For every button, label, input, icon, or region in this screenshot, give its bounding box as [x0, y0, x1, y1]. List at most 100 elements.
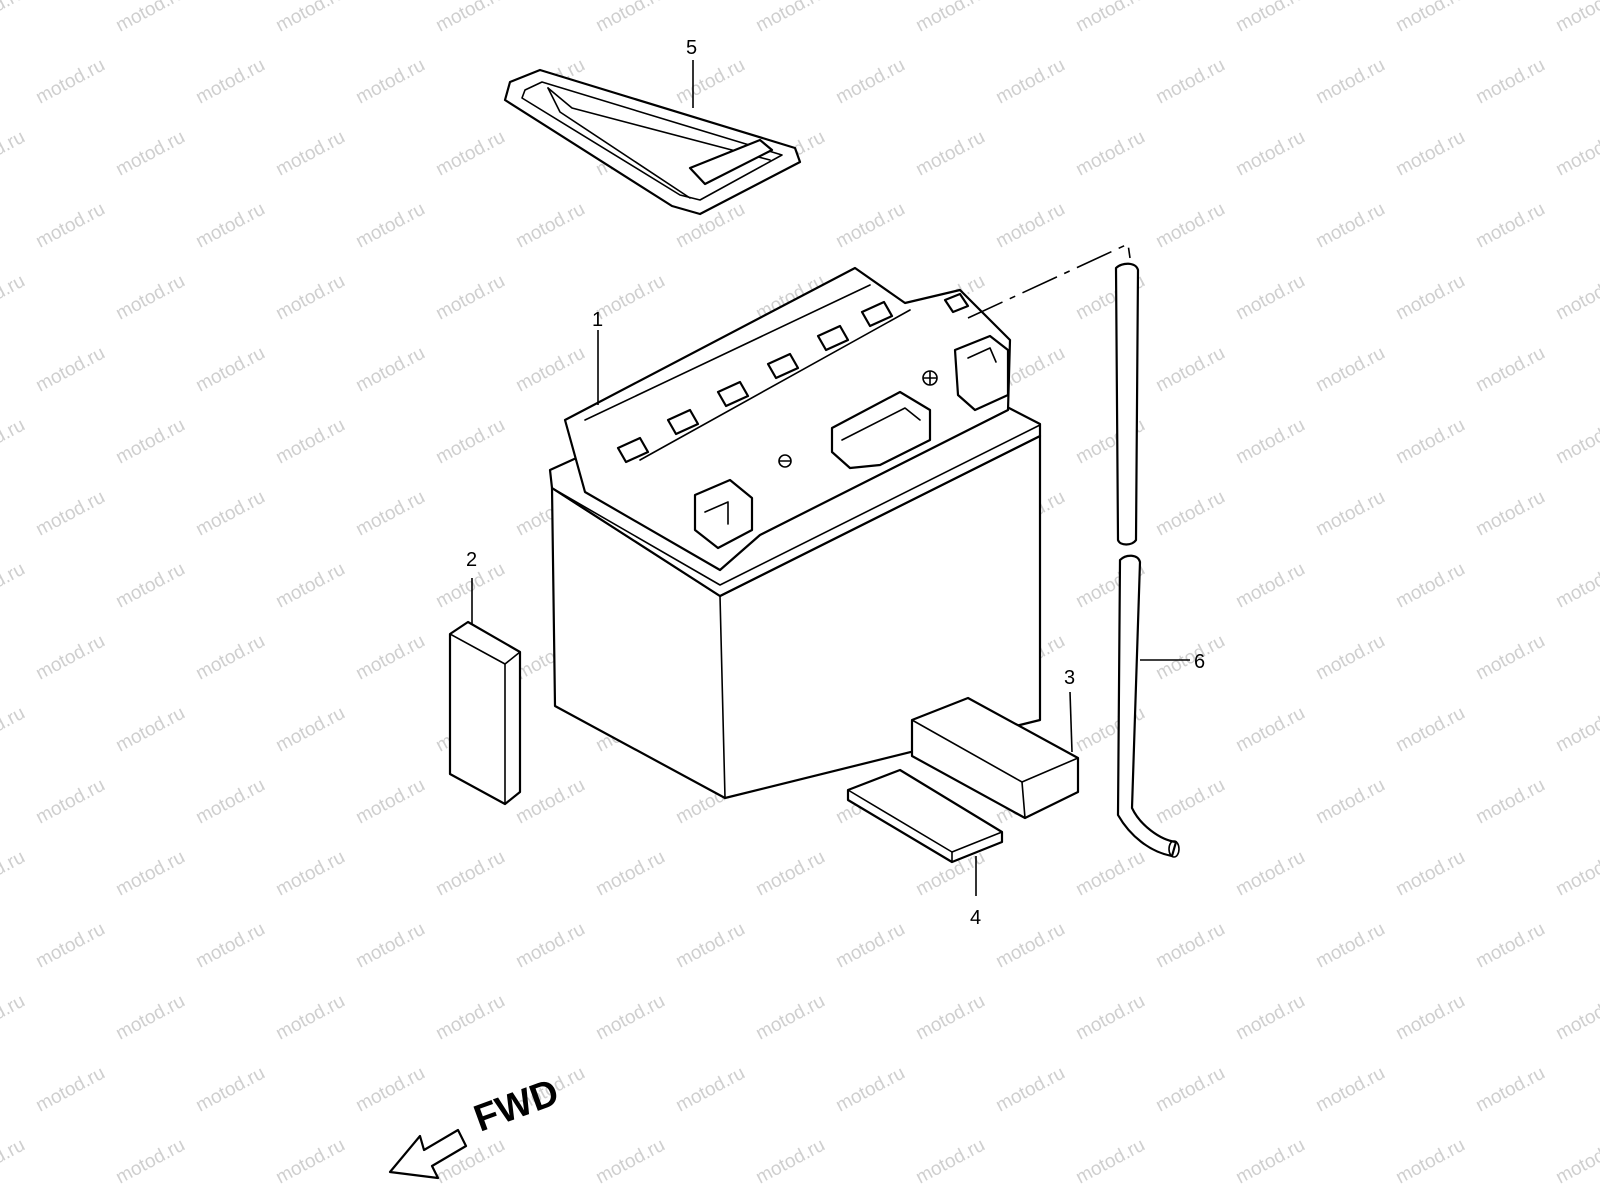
- watermark-text: motod.ru: [272, 703, 348, 757]
- watermark-text: motod.ru: [192, 775, 268, 829]
- watermark-text: motod.ru: [272, 415, 348, 469]
- watermark-text: motod.ru: [912, 1135, 988, 1189]
- watermark-text: motod.ru: [0, 0, 29, 36]
- watermark-text: motod.ru: [1392, 847, 1468, 901]
- watermark-text: motod.ru: [1152, 55, 1228, 109]
- watermark-text: motod.ru: [352, 487, 428, 541]
- watermark-text: motod.ru: [1392, 991, 1468, 1045]
- battery: [548, 266, 1042, 800]
- watermark-text: motod.ru: [0, 991, 29, 1045]
- watermark-text: motod.ru: [1312, 919, 1388, 973]
- watermark-text: motod.ru: [1152, 775, 1228, 829]
- watermark-text: motod.ru: [0, 271, 29, 325]
- watermark-text: motod.ru: [832, 55, 908, 109]
- watermark-text: motod.ru: [992, 199, 1068, 253]
- watermark-text: motod.ru: [352, 775, 428, 829]
- watermark-text: motod.ru: [992, 1063, 1068, 1117]
- side-pad: [448, 620, 522, 806]
- watermark-text: motod.ru: [1392, 415, 1468, 469]
- watermark-text: motod.ru: [1392, 703, 1468, 757]
- watermark-text: motod.ru: [272, 847, 348, 901]
- watermark-text: motod.ru: [32, 55, 108, 109]
- watermark-text: motod.ru: [1312, 1063, 1388, 1117]
- watermark-text: motod.ru: [112, 415, 188, 469]
- watermark-text: motod.ru: [1232, 991, 1308, 1045]
- watermark-text: motod.ru: [1232, 559, 1308, 613]
- watermark-text: motod.ru: [32, 487, 108, 541]
- watermark-text: motod.ru: [1312, 343, 1388, 397]
- watermark-text: motod.ru: [112, 271, 188, 325]
- watermark-text: motod.ru: [1072, 0, 1148, 36]
- watermark-text: motod.ru: [192, 55, 268, 109]
- watermark-text: motod.ru: [32, 631, 108, 685]
- watermark-text: motod.ru: [832, 919, 908, 973]
- watermark-text: motod.ru: [752, 0, 828, 36]
- callout-5: 5: [686, 37, 697, 59]
- bottom-pad-thin: [846, 768, 1004, 864]
- watermark-text: motod.ru: [112, 847, 188, 901]
- watermark-text: motod.ru: [192, 199, 268, 253]
- watermark-text: motod.ru: [1472, 487, 1548, 541]
- watermark-text: motod.ru: [1152, 487, 1228, 541]
- watermark-text: motod.ru: [1072, 1135, 1148, 1189]
- watermark-text: motod.ru: [1232, 847, 1308, 901]
- watermark-text: motod.ru: [1552, 415, 1600, 469]
- watermark-text: motod.ru: [1152, 1063, 1228, 1117]
- watermark-text: motod.ru: [1232, 271, 1308, 325]
- watermark-text: motod.ru: [1552, 127, 1600, 181]
- watermark-text: motod.ru: [32, 1063, 108, 1117]
- watermark-text: motod.ru: [1152, 919, 1228, 973]
- watermark-text: motod.ru: [1552, 271, 1600, 325]
- watermark-text: motod.ru: [1312, 775, 1388, 829]
- watermark-text: motod.ru: [1392, 559, 1468, 613]
- watermark-text: motod.ru: [32, 199, 108, 253]
- watermark-text: motod.ru: [352, 1063, 428, 1117]
- watermark-text: motod.ru: [112, 703, 188, 757]
- watermark-text: motod.ru: [1152, 343, 1228, 397]
- watermark-text: motod.ru: [672, 55, 748, 109]
- watermark-text: motod.ru: [912, 127, 988, 181]
- watermark-text: motod.ru: [992, 919, 1068, 973]
- watermark-text: motod.ru: [112, 0, 188, 36]
- watermark-text: motod.ru: [432, 271, 508, 325]
- watermark-text: motod.ru: [1472, 55, 1548, 109]
- watermark-text: motod.ru: [0, 559, 29, 613]
- breather-hose: [1114, 262, 1180, 858]
- watermark-text: motod.ru: [1232, 0, 1308, 36]
- watermark-text: motod.ru: [112, 1135, 188, 1189]
- watermark-text: motod.ru: [272, 991, 348, 1045]
- watermark-text: motod.ru: [1472, 343, 1548, 397]
- watermark-text: motod.ru: [592, 1135, 668, 1189]
- watermark-text: motod.ru: [1552, 991, 1600, 1045]
- watermark-text: motod.ru: [1232, 127, 1308, 181]
- watermark-text: motod.ru: [32, 775, 108, 829]
- watermark-text: motod.ru: [0, 703, 29, 757]
- watermark-text: motod.ru: [912, 0, 988, 36]
- watermark-text: motod.ru: [1152, 199, 1228, 253]
- watermark-text: motod.ru: [1312, 199, 1388, 253]
- watermark-text: motod.ru: [832, 199, 908, 253]
- watermark-text: motod.ru: [352, 919, 428, 973]
- watermark-text: motod.ru: [1472, 199, 1548, 253]
- watermark-text: motod.ru: [912, 991, 988, 1045]
- watermark-text: motod.ru: [192, 631, 268, 685]
- watermark-text: motod.ru: [1072, 127, 1148, 181]
- watermark-text: motod.ru: [192, 919, 268, 973]
- watermark-text: motod.ru: [1552, 847, 1600, 901]
- watermark-text: motod.ru: [512, 775, 588, 829]
- watermark-text: motod.ru: [512, 919, 588, 973]
- watermark-text: motod.ru: [1312, 487, 1388, 541]
- battery-band: [503, 68, 802, 216]
- watermark-text: motod.ru: [352, 631, 428, 685]
- watermark-text: motod.ru: [832, 1063, 908, 1117]
- watermark-text: motod.ru: [1472, 1063, 1548, 1117]
- watermark-text: motod.ru: [1072, 991, 1148, 1045]
- watermark-text: motod.ru: [1232, 703, 1308, 757]
- watermark-text: motod.ru: [752, 1135, 828, 1189]
- watermark-text: motod.ru: [1552, 703, 1600, 757]
- watermark-text: motod.ru: [192, 1063, 268, 1117]
- watermark-text: motod.ru: [352, 55, 428, 109]
- watermark-text: motod.ru: [1152, 631, 1228, 685]
- watermark-text: motod.ru: [192, 487, 268, 541]
